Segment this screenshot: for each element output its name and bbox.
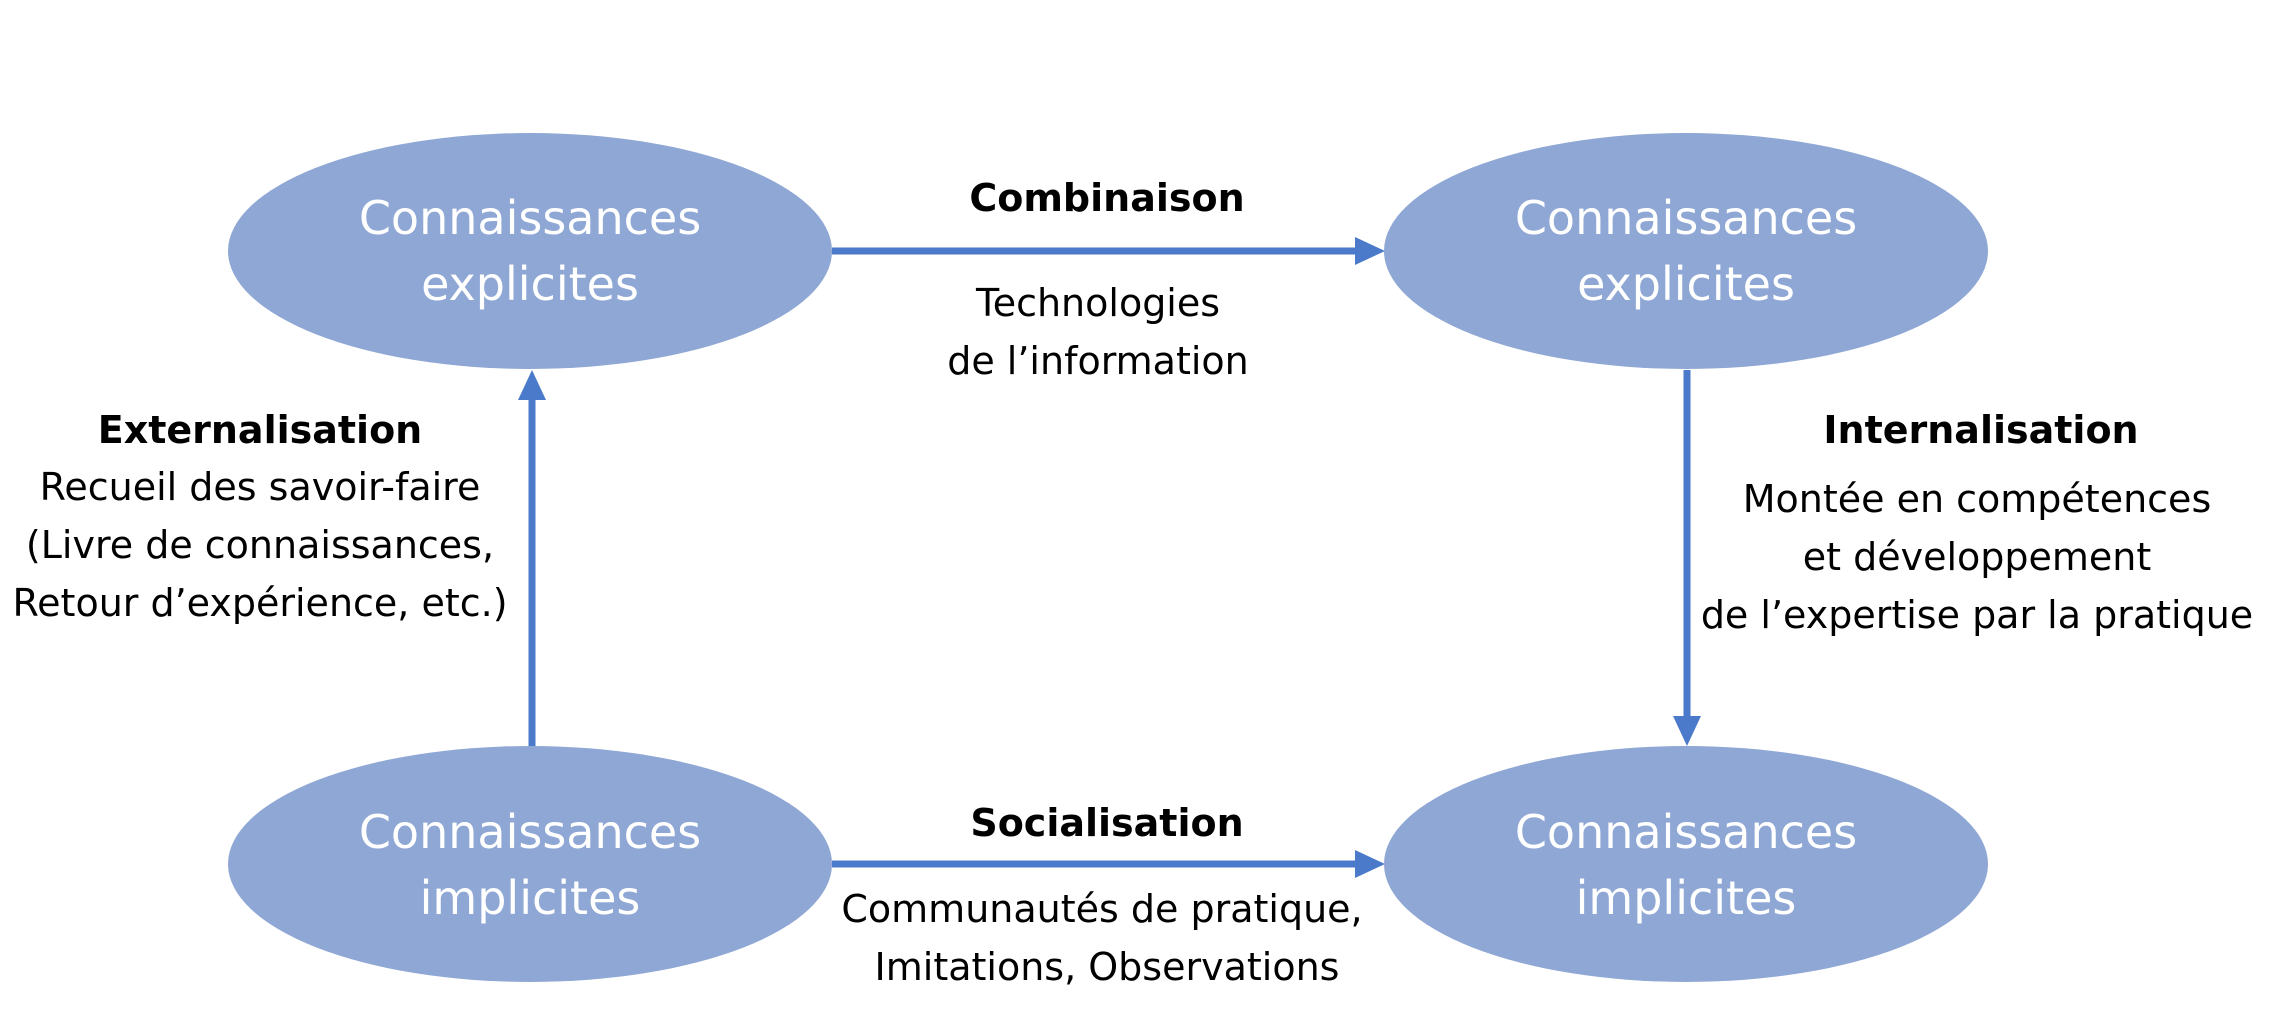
combinaison-line-1: Technologies — [975, 281, 1220, 325]
node-top-left: Connaissances explicites — [228, 133, 832, 369]
socialisation-arrowhead — [1355, 850, 1385, 878]
node-bottom-right-line2: implicites — [1576, 871, 1797, 925]
node-top-left-shape — [228, 133, 832, 369]
combinaison-arrowhead — [1355, 237, 1385, 265]
internalisation-line-3: de l’expertise par la pratique — [1701, 593, 2253, 637]
label-externalisation: Externalisation Recueil des savoir-faire… — [12, 408, 507, 625]
externalisation-line-1: Recueil des savoir-faire — [40, 465, 481, 509]
node-bottom-left-line2: implicites — [420, 871, 641, 925]
node-top-right-line2: explicites — [1577, 257, 1795, 311]
socialisation-title: Socialisation — [970, 801, 1243, 845]
socialisation-line-2: Imitations, Observations — [875, 945, 1340, 989]
node-bottom-left-shape — [228, 746, 832, 982]
externalisation-line-2: (Livre de connaissances, — [26, 523, 494, 567]
internalisation-line-2: et développement — [1803, 535, 2152, 579]
node-bottom-right-line1: Connaissances — [1515, 805, 1857, 859]
label-socialisation: Socialisation Communautés de pratique, I… — [841, 801, 1362, 989]
node-top-left-line1: Connaissances — [359, 191, 701, 245]
internalisation-arrowhead — [1673, 716, 1701, 746]
node-bottom-left-line1: Connaissances — [359, 805, 701, 859]
socialisation-line-1: Communautés de pratique, — [841, 887, 1362, 931]
node-bottom-left: Connaissances implicites — [228, 746, 832, 982]
label-combinaison: Combinaison Technologies de l’informatio… — [947, 176, 1249, 383]
node-top-right-shape — [1384, 133, 1988, 369]
node-top-right-line1: Connaissances — [1515, 191, 1857, 245]
combinaison-line-2: de l’information — [947, 339, 1249, 383]
arrows — [518, 237, 1701, 878]
internalisation-line-1: Montée en compétences — [1743, 477, 2212, 521]
externalisation-arrowhead — [518, 370, 546, 400]
combinaison-title: Combinaison — [969, 176, 1244, 220]
node-bottom-right: Connaissances implicites — [1384, 746, 1988, 982]
label-internalisation: Internalisation Montée en compétences et… — [1701, 408, 2253, 637]
node-bottom-right-shape — [1384, 746, 1988, 982]
externalisation-title: Externalisation — [98, 408, 423, 452]
externalisation-line-3: Retour d’expérience, etc.) — [12, 581, 507, 625]
node-top-left-line2: explicites — [421, 257, 639, 311]
node-top-right: Connaissances explicites — [1384, 133, 1988, 369]
internalisation-title: Internalisation — [1823, 408, 2138, 452]
